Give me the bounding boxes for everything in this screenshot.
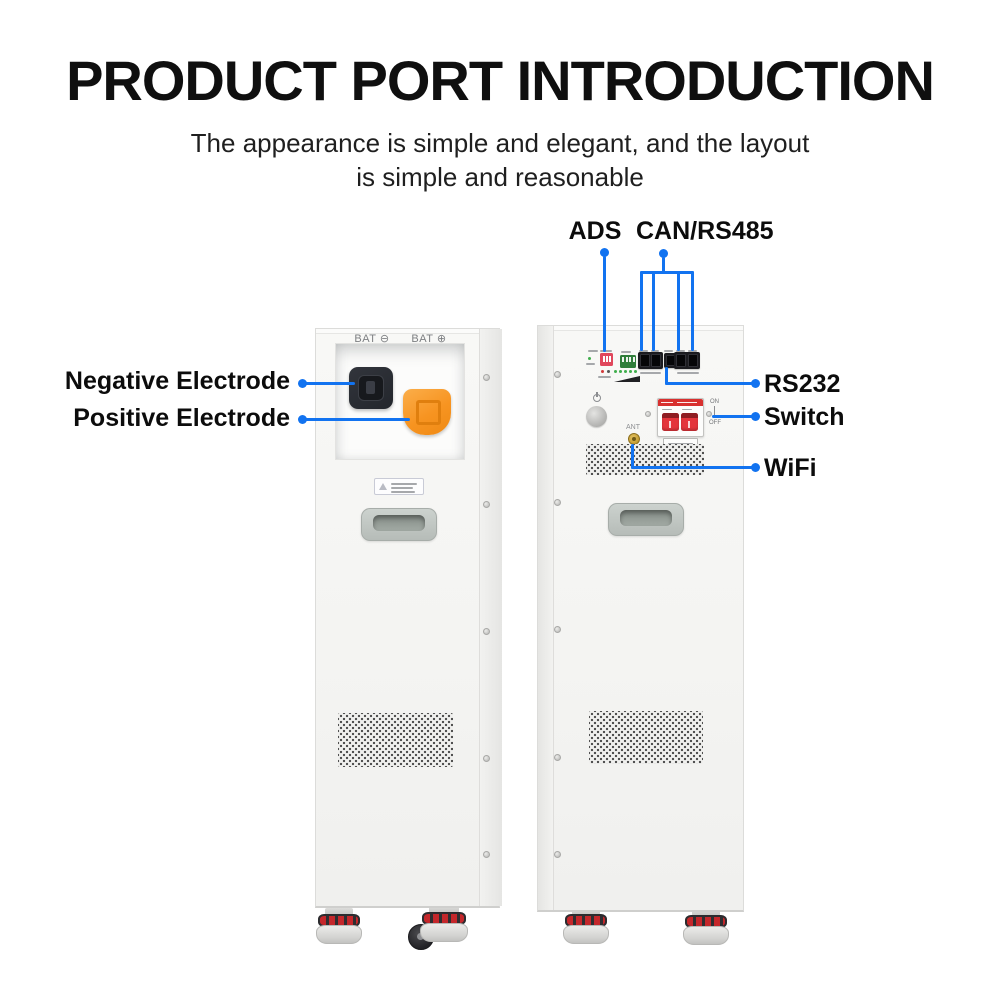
leveling-foot bbox=[683, 909, 729, 949]
subtitle-line-1: The appearance is simple and elegant, an… bbox=[190, 128, 810, 158]
callout-dot bbox=[298, 415, 307, 424]
callout-switch: Switch bbox=[764, 403, 845, 431]
breaker-toggle bbox=[681, 413, 698, 431]
screw bbox=[554, 499, 561, 506]
callout-wifi: WiFi bbox=[764, 454, 817, 482]
power-icon bbox=[593, 392, 601, 402]
leveling-foot bbox=[316, 908, 362, 948]
ant-label: ANT bbox=[626, 424, 640, 431]
cabinet-top-edge bbox=[316, 329, 499, 334]
callout-line bbox=[305, 418, 410, 421]
screw bbox=[483, 628, 490, 635]
screw bbox=[554, 851, 561, 858]
callout-can-rs485: CAN/RS485 bbox=[636, 217, 774, 245]
callout-rs232: RS232 bbox=[764, 370, 841, 398]
callout-bracket bbox=[640, 271, 694, 274]
callout-line bbox=[631, 444, 634, 469]
bat-plus-label: BAT ⊕ bbox=[411, 333, 447, 345]
page-title: PRODUCT PORT INTRODUCTION bbox=[66, 49, 935, 112]
callout-dot bbox=[751, 379, 760, 388]
terminal-block-connector bbox=[620, 355, 636, 368]
callout-line bbox=[665, 367, 668, 385]
rs232-port bbox=[664, 353, 677, 368]
screw bbox=[483, 374, 490, 381]
callout-line bbox=[305, 382, 355, 385]
recessed-handle bbox=[608, 503, 684, 536]
callout-line bbox=[631, 466, 755, 469]
warning-sticker bbox=[374, 478, 424, 495]
capacity-wedge bbox=[614, 376, 640, 382]
breaker-off-label: OFF bbox=[709, 420, 721, 426]
callout-dot bbox=[600, 248, 609, 257]
ventilation-grille bbox=[586, 444, 704, 475]
callout-ads: ADS bbox=[568, 217, 622, 245]
warning-triangle-icon bbox=[379, 483, 387, 490]
callout-line bbox=[640, 271, 643, 351]
ventilation-grille bbox=[589, 711, 703, 764]
screw bbox=[483, 755, 490, 762]
breaker-toggle bbox=[662, 413, 679, 431]
subtitle-line-2: is simple and reasonable bbox=[356, 162, 644, 192]
cabinet-side-panel bbox=[479, 329, 502, 906]
positive-electrode-connector bbox=[403, 389, 451, 435]
screw bbox=[554, 626, 561, 633]
callout-line bbox=[662, 257, 665, 274]
status-led bbox=[607, 370, 610, 373]
callout-dot bbox=[751, 463, 760, 472]
callout-line bbox=[603, 256, 606, 352]
screw bbox=[483, 851, 490, 858]
callout-dot bbox=[659, 249, 668, 258]
bat-minus-label: BAT ⊖ bbox=[354, 333, 390, 345]
callout-negative-electrode: Negative Electrode bbox=[64, 367, 290, 395]
left-cabinet-front: BAT ⊖ BAT ⊕ bbox=[315, 328, 502, 908]
screw bbox=[645, 411, 651, 417]
leveling-foot bbox=[420, 906, 468, 948]
callout-positive-electrode: Positive Electrode bbox=[73, 404, 290, 432]
callout-line bbox=[652, 271, 655, 351]
round-metal-connector bbox=[586, 406, 607, 427]
breaker-on-label: ON bbox=[710, 399, 719, 405]
screw bbox=[706, 411, 712, 417]
callout-line bbox=[677, 271, 680, 351]
callout-dot bbox=[751, 412, 760, 421]
callout-dot bbox=[298, 379, 307, 388]
callout-line bbox=[712, 415, 755, 418]
cabinet-side-panel bbox=[538, 326, 554, 910]
can-rs485-port-block bbox=[674, 352, 700, 369]
recessed-handle bbox=[361, 508, 437, 541]
callout-line bbox=[665, 382, 755, 385]
leveling-foot bbox=[563, 908, 609, 948]
ventilation-grille bbox=[338, 713, 453, 767]
screw bbox=[483, 501, 490, 508]
circuit-breaker bbox=[657, 398, 704, 437]
screw bbox=[554, 754, 561, 761]
screw bbox=[554, 371, 561, 378]
ads-dip-switch bbox=[600, 353, 613, 366]
status-led bbox=[601, 370, 604, 373]
can-rs485-port-block bbox=[638, 352, 663, 369]
right-cabinet-rear: ON OFF ANT bbox=[537, 325, 744, 912]
status-led bbox=[588, 357, 591, 360]
on-off-arrow bbox=[714, 406, 715, 418]
callout-line bbox=[691, 271, 694, 351]
negative-electrode-connector bbox=[349, 367, 393, 409]
